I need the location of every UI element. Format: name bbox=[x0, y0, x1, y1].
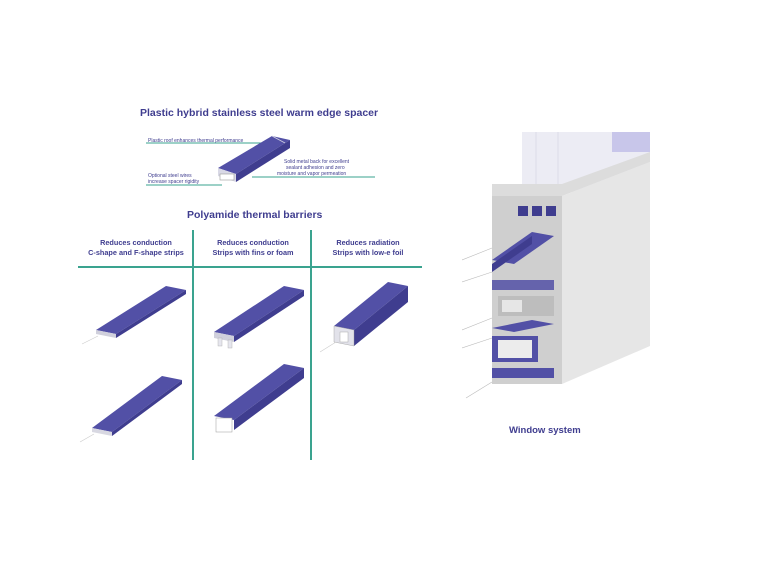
label-roof: Plastic roof enhances thermal performanc… bbox=[148, 138, 244, 144]
column-head-1-line2: C-shape and F-shape strips bbox=[88, 248, 184, 257]
foam-strip bbox=[214, 364, 304, 433]
column-head-2: Reduces conduction Strips with fins or f… bbox=[196, 238, 310, 258]
frame-top bbox=[492, 152, 650, 196]
barriers-title: Polyamide thermal barriers bbox=[187, 209, 323, 221]
c-shape-strip bbox=[81, 286, 186, 345]
label-back-2: sealant adhesion and zero bbox=[286, 165, 345, 171]
column-head-1-line1: Reduces conduction bbox=[100, 238, 172, 247]
column-head-3-line1: Reduces radiation bbox=[336, 238, 400, 247]
column-head-2-line2: Strips with fins or foam bbox=[212, 248, 294, 257]
column-head-1: Reduces conduction C-shape and F-shape s… bbox=[80, 238, 192, 258]
label-back-1: Solid metal back for excellent bbox=[284, 159, 350, 165]
window-system-title: Window system bbox=[509, 425, 581, 436]
label-wires-2: increase spacer rigidity bbox=[148, 179, 200, 185]
barriers-grid bbox=[78, 230, 422, 460]
label-wires-1: Optional steel wires bbox=[148, 173, 192, 179]
column-head-2-line1: Reduces conduction bbox=[217, 238, 289, 247]
window-system-illustration bbox=[462, 132, 650, 399]
low-e-foil-strip bbox=[319, 282, 408, 353]
fin-strip bbox=[214, 286, 304, 349]
label-back-3: moisture and vapor permeation bbox=[277, 171, 347, 177]
f-shape-strip bbox=[79, 376, 182, 443]
spacer-illustration bbox=[146, 135, 375, 186]
column-head-3-line2: Strips with low-e foil bbox=[332, 248, 404, 257]
frame-face bbox=[562, 162, 650, 384]
spacer-title: Plastic hybrid stainless steel warm edge… bbox=[140, 107, 379, 119]
column-head-3: Reduces radiation Strips with low-e foil bbox=[314, 238, 422, 258]
